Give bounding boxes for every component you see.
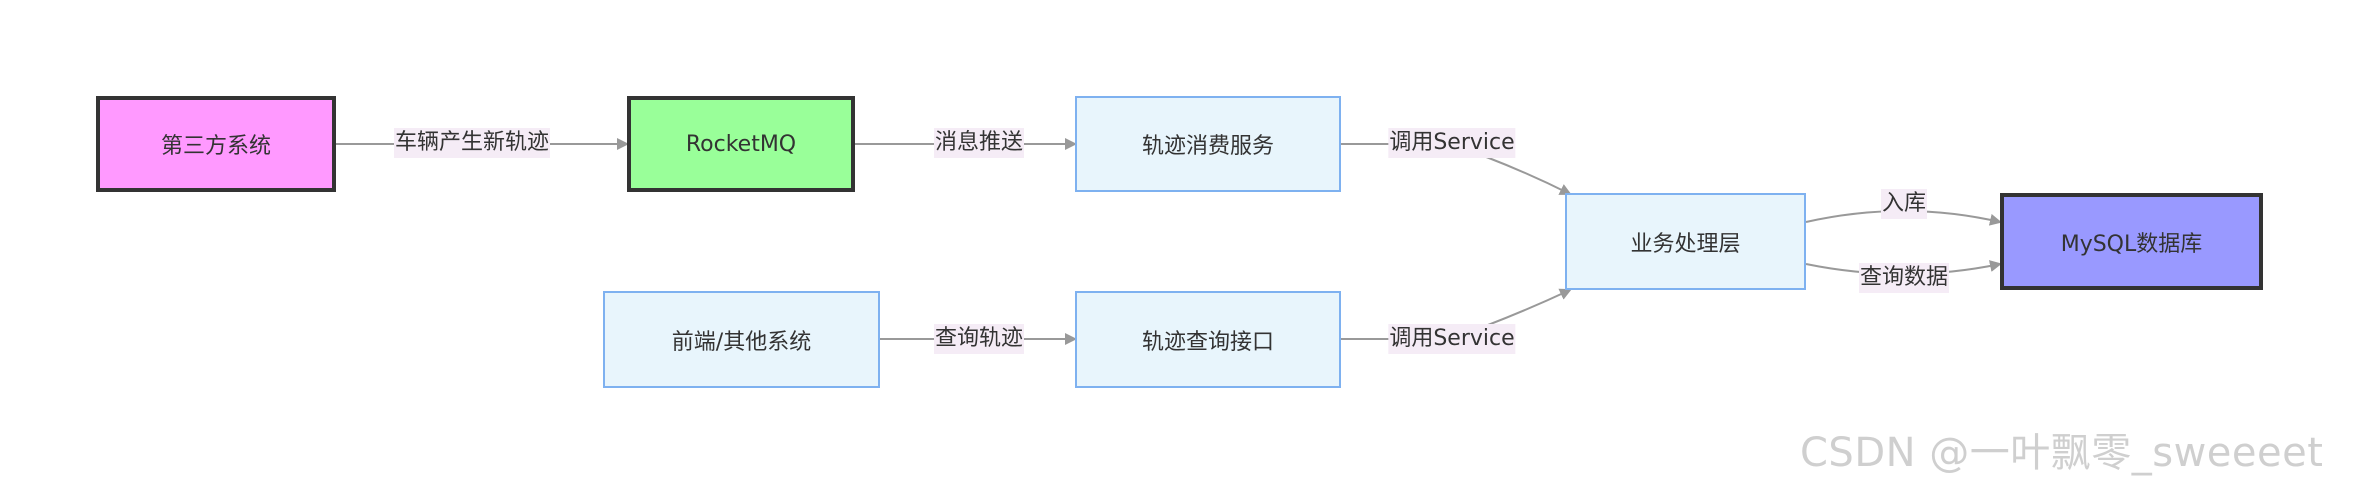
edge-label-call-service: 调用Service: [1388, 324, 1516, 354]
node-label: 前端/其他系统: [671, 329, 812, 355]
node-mysql-database: MySQL数据库: [2000, 193, 2263, 290]
node-rocketmq: RocketMQ: [627, 96, 855, 192]
watermark: CSDN @一叶飘零_sweeeet: [1800, 430, 2324, 476]
node-third-party-system: 第三方系统: [96, 96, 336, 192]
node-label: MySQL数据库: [2060, 231, 2203, 257]
node-track-query-api: 轨迹查询接口: [1075, 291, 1341, 388]
edge-label-message-push: 消息推送: [933, 128, 1025, 158]
edge-label-new-track: 车辆产生新轨迹: [393, 128, 551, 158]
node-label: RocketMQ: [685, 131, 797, 157]
edge-label-query-data: 查询数据: [1858, 263, 1950, 293]
edge-label-call-service: 调用Service: [1388, 128, 1516, 158]
node-frontend-other-systems: 前端/其他系统: [603, 291, 880, 388]
node-label: 轨迹消费服务: [1141, 134, 1274, 159]
edge-label-query-track: 查询轨迹: [933, 324, 1025, 354]
node-business-layer: 业务处理层: [1565, 193, 1806, 290]
edge-label-store: 入库: [1880, 189, 1928, 219]
node-label: 第三方系统: [160, 134, 271, 159]
node-label: 业务处理层: [1630, 231, 1741, 257]
node-label: 轨迹查询接口: [1141, 329, 1274, 355]
node-track-consumer-service: 轨迹消费服务: [1075, 96, 1341, 192]
